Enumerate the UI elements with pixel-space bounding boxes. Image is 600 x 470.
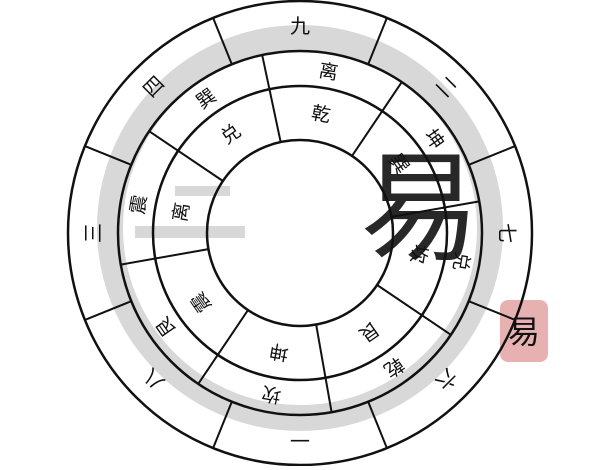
outer-ring-label-6: 三	[81, 223, 105, 243]
watermark-brush-circle	[97, 25, 503, 431]
outer-divider-0	[212, 17, 233, 65]
middle-ring-label-2: 兑	[448, 250, 473, 273]
outer-divider-7	[84, 145, 132, 166]
inner-divider-4	[315, 324, 333, 413]
second-circle	[151, 84, 449, 382]
watermark: 易 易	[97, 25, 548, 431]
inner-ring-label-4: 坤	[268, 339, 291, 364]
outer-ring-label-4: 一	[290, 428, 310, 452]
outer-ring-label-2: 七	[495, 223, 519, 243]
outer-divider-6	[84, 300, 132, 321]
inner-divider-3	[376, 284, 452, 336]
seal-stamp: 易	[500, 300, 548, 362]
middle-ring-label-0: 离	[317, 60, 340, 85]
inner-circle	[205, 138, 395, 328]
inner-divider-2	[391, 200, 480, 218]
outer-divider-3	[468, 300, 516, 321]
outer-dividers	[84, 17, 516, 449]
inner-ring-label-0: 乾	[310, 102, 333, 127]
inner-ring-label-7: 兑	[217, 120, 245, 149]
third-circle	[116, 49, 484, 417]
middle-ring-label-6: 震	[127, 193, 152, 216]
seal-background	[500, 300, 548, 362]
outer-circle	[66, 0, 534, 467]
watermark-char: 易	[360, 140, 480, 279]
watermark-stroke-1	[135, 226, 245, 238]
inner-divider-5	[197, 309, 249, 385]
watermark-stroke-2	[175, 186, 230, 196]
inner-ring-label-2: 坎	[406, 243, 431, 266]
inner-ring-label-3: 艮	[355, 317, 383, 346]
outer-divider-5	[212, 401, 233, 449]
outer-ring-label-0: 九	[290, 14, 310, 38]
inner-divider-7	[148, 130, 224, 182]
middle-ring-label-7: 巽	[192, 85, 220, 114]
outer-divider-4	[367, 401, 388, 449]
inner-divider-0	[261, 54, 282, 143]
rings	[66, 0, 534, 467]
middle-ring-label-4: 坎	[260, 381, 283, 406]
inner-ring-label-6: 离	[169, 201, 194, 224]
outer-divider-2	[468, 145, 516, 166]
outer-divider-1	[367, 17, 388, 65]
inner-divider-1	[351, 81, 403, 157]
inner-dividers	[120, 54, 480, 413]
inner-ring-label-5: 震	[187, 288, 216, 316]
inner-divider-6	[120, 248, 209, 266]
